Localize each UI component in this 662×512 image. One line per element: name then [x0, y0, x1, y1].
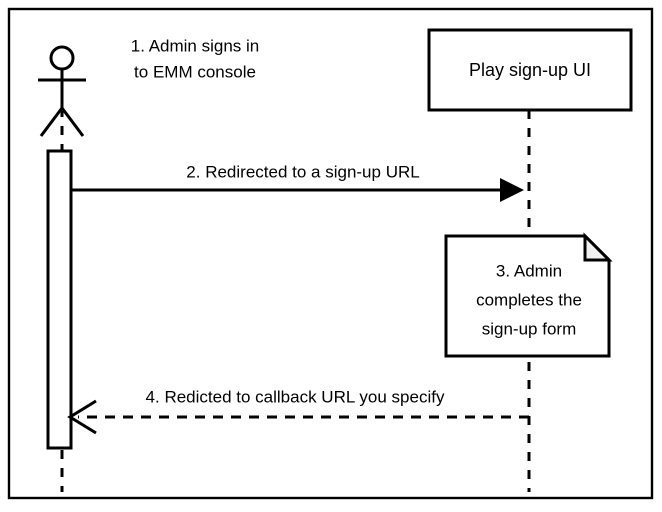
step-4-message-label: 4. Redicted to callback URL you specify: [146, 387, 445, 406]
step-4-arrowhead-open-icon: [67, 399, 97, 435]
step-3-note-line-3: sign-up form: [482, 319, 576, 338]
stick-figure-icon: [38, 45, 86, 137]
diagram-frame-border: [7, 7, 654, 500]
participant-label-play-signup-ui: Play sign-up UI: [469, 60, 591, 80]
step-1-label-line-1: 1. Admin signs in: [131, 36, 260, 55]
step-3-note-line-1: 3. Admin: [496, 261, 562, 280]
step-2-arrowhead-filled-icon: [500, 178, 524, 202]
step-1-label-line-2: to EMM console: [134, 62, 256, 81]
step-2-message-label: 2. Redirected to a sign-up URL: [186, 162, 419, 181]
step-3-note-line-2: completes the: [476, 290, 582, 309]
participant-box-play-signup-ui[interactable]: [427, 28, 633, 112]
actor-activation-bar: [46, 149, 73, 450]
step-3-note[interactable]: [444, 232, 613, 358]
